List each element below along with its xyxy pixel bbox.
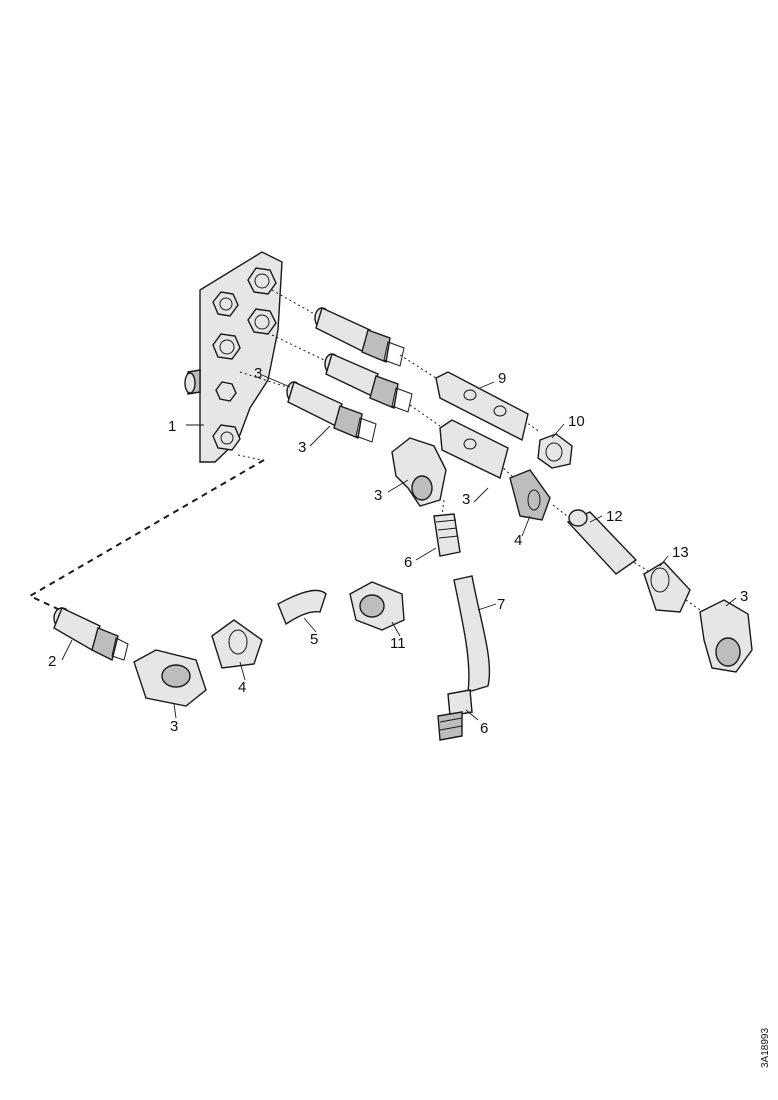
callout-3-bar: 3 (462, 491, 470, 508)
drawing-code: 3A18993 (760, 1028, 771, 1068)
coupler-lower-4 (211, 619, 263, 669)
elbow-right (699, 599, 753, 673)
callout-3-lower: 3 (170, 718, 178, 735)
callout-4-lower: 4 (238, 679, 246, 696)
manifold-bar-upper (435, 371, 529, 442)
callout-10: 10 (568, 413, 585, 430)
long-fitting-upper (314, 307, 405, 367)
long-fitting-middle (324, 353, 413, 413)
callout-13: 13 (672, 544, 689, 561)
callout-2: 2 (48, 653, 56, 670)
callout-4-right: 4 (514, 532, 522, 549)
nipple-bottom-8 (437, 689, 473, 741)
hose-elbow-5 (277, 589, 327, 626)
hose-7 (453, 575, 491, 693)
callout-7: 7 (497, 596, 505, 613)
callout-6-upper: 3 (298, 439, 306, 456)
coupler-11 (349, 581, 405, 631)
elbow-center (391, 437, 447, 507)
callout-12: 12 (606, 508, 623, 525)
callout-9: 9 (498, 370, 506, 387)
long-fitting-2 (53, 607, 129, 662)
manifold-plate (184, 251, 283, 463)
callout-5: 5 (310, 631, 318, 648)
callout-11: 11 (390, 635, 406, 652)
quick-coupler-13 (643, 561, 691, 613)
callout-6-bottom: 6 (480, 720, 488, 737)
coupler-right-4 (509, 469, 551, 521)
callout-8-center: 6 (404, 554, 412, 571)
callout-3-plate: 3 (254, 365, 262, 382)
tube-12 (566, 509, 638, 575)
manifold-bar-lower (439, 419, 509, 479)
long-fitting-lower (286, 381, 377, 443)
callout-3-center: 3 (374, 487, 382, 504)
leader-lines (61, 374, 737, 721)
callout-1: 1 (168, 418, 176, 435)
nipple-center-8 (433, 513, 461, 557)
elbow-left (133, 649, 207, 707)
dashed-connection-line (27, 459, 265, 611)
nut-10 (537, 433, 573, 469)
callout-3-right: 3 (740, 588, 748, 605)
